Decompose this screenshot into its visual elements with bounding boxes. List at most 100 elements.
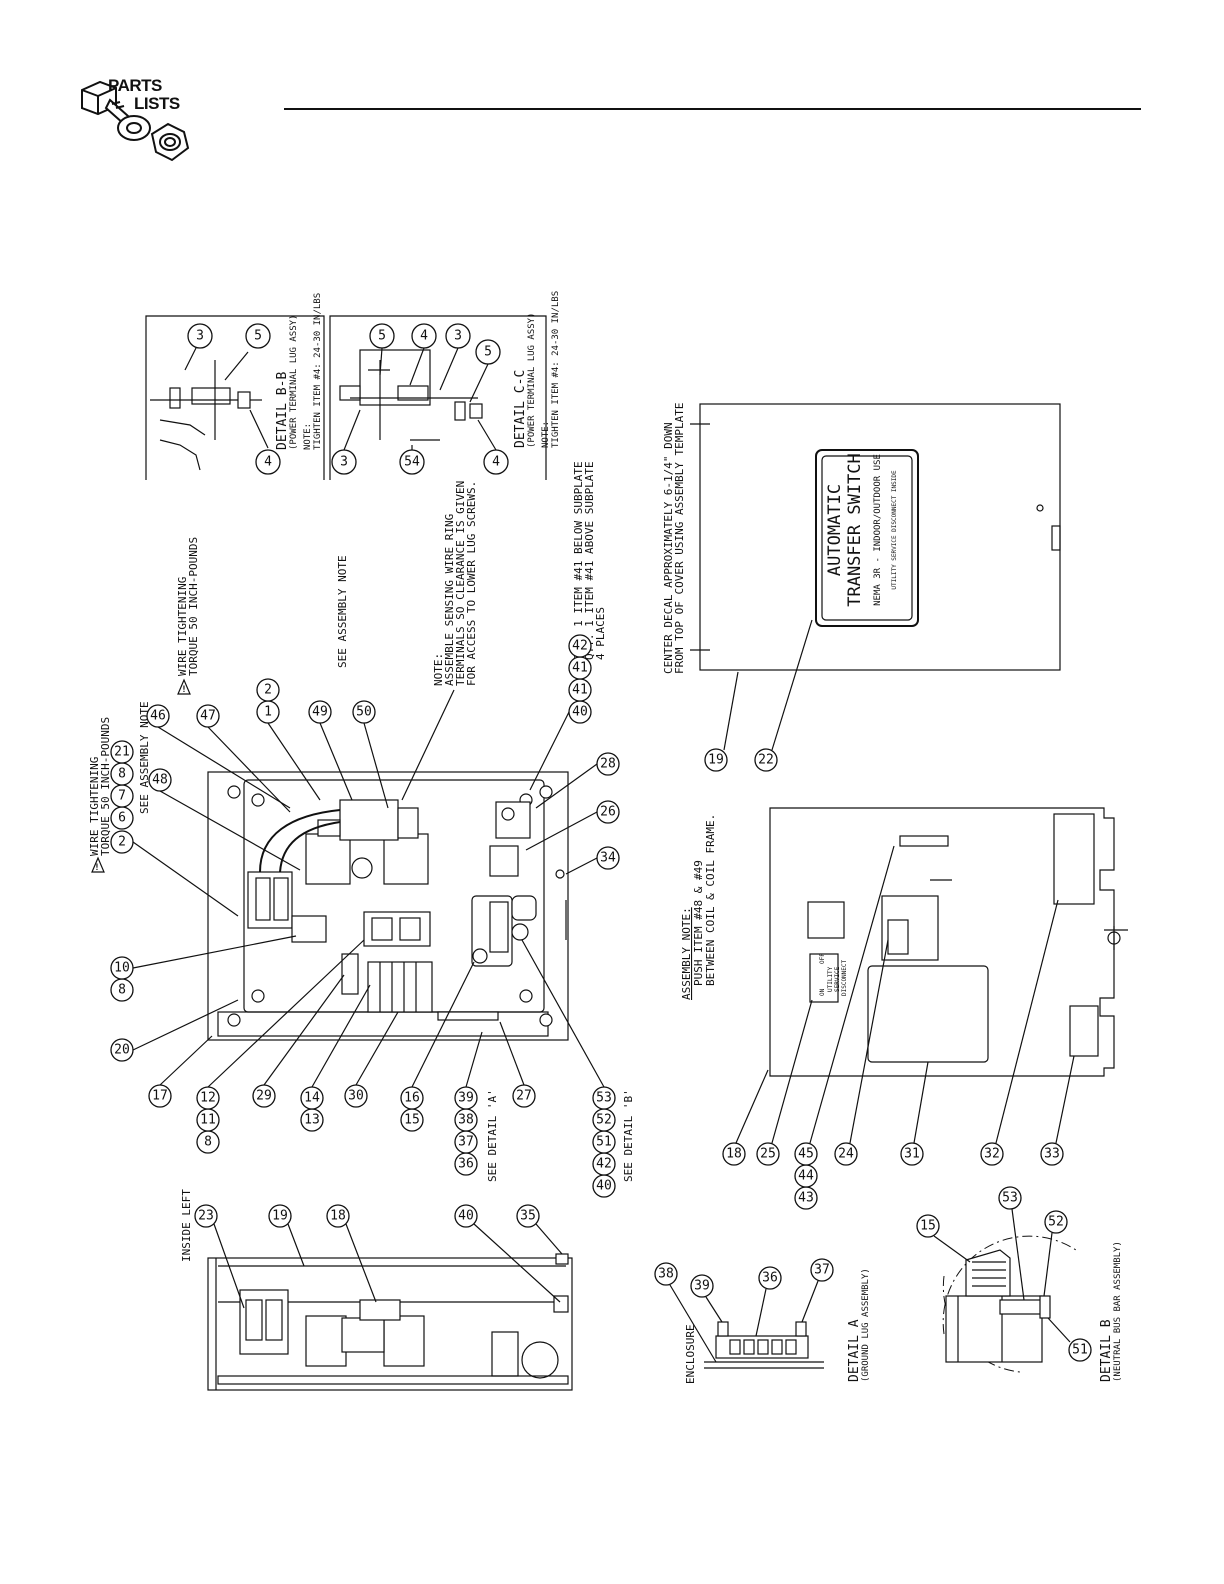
see-detail-a: SEE DETAIL 'A': [486, 1089, 499, 1182]
detail-b-callouts: 15 53 52 51: [916, 1186, 1092, 1362]
decal-line-1: AUTOMATIC: [825, 484, 845, 576]
assembly-callouts: 18 25 43 44 45 24 31 32 33: [722, 845, 1075, 1210]
decal-utility: UTILITY: [827, 966, 834, 992]
callout-bubble: [754, 748, 778, 772]
detail-bb-note-label: NOTE:: [303, 423, 313, 450]
callout: 10: [114, 961, 130, 976]
decal-line-4: UTILITY SERVICE DISCONNECT INSIDE: [891, 470, 898, 590]
callout: 16: [404, 1091, 420, 1106]
callout: 17: [152, 1089, 168, 1104]
callout: 24: [838, 1147, 854, 1162]
detail-bb-note: TIGHTEN ITEM #4: 24-30 IN/LBS: [313, 293, 323, 450]
page-header: PARTS LISTS: [0, 0, 1224, 200]
svg-text:!: !: [181, 685, 186, 695]
note-line-3: FOR ACCESS TO LOWER LUG SCREWS.: [465, 481, 478, 686]
assembly-note-title: ASSEMBLY NOTE:: [680, 907, 693, 1000]
callout: 42: [572, 639, 588, 654]
callout: 15: [920, 1219, 936, 1234]
note-line-2: TERMINALS SO CLEARANCE IS GIVEN: [454, 481, 467, 686]
detail-cc-drawing: [339, 349, 483, 470]
inside-left-drawing: [207, 1253, 573, 1391]
main-callouts-left: 8 10 20 17 8 11 12 29 13 14 30 15 16 36 …: [110, 935, 616, 1198]
callout: 43: [798, 1191, 814, 1206]
callout: 4: [264, 455, 272, 470]
detail-bb-title: DETAIL B-B: [275, 372, 290, 450]
see-detail-b: SEE DETAIL 'B': [622, 1089, 635, 1182]
callout: 46: [150, 709, 166, 724]
callout: 40: [572, 705, 588, 720]
callout: 44: [798, 1169, 814, 1184]
callout: 2: [118, 835, 126, 850]
callout: 52: [596, 1113, 612, 1128]
detail-bb-drawing: [150, 347, 269, 471]
detail-cc-title: DETAIL C-C: [513, 370, 528, 448]
callout-bubble: [690, 1274, 714, 1298]
callout: 50: [356, 705, 372, 720]
callout-bubble: [255, 449, 281, 475]
callout: 1: [264, 705, 272, 720]
callout: 37: [814, 1263, 830, 1278]
cover-decal-text: AUTOMATIC TRANSFER SWITCH NEMA 3R - INDO…: [825, 453, 898, 607]
detail-b-label: DETAIL B (NEUTRAL BUS BAR ASSEMBLY): [1099, 1241, 1123, 1382]
callout: 3: [196, 329, 204, 344]
callout: 21: [114, 745, 130, 760]
main-callouts-top: 2 6 7 8 21 48 46 47 1 2 49 50 40 41 41 4…: [110, 634, 620, 917]
callout-bubble: [399, 449, 425, 475]
callout: 49: [312, 705, 328, 720]
callout-bubble: [916, 1214, 940, 1238]
callout: 28: [600, 757, 616, 772]
svg-text:!: !: [94, 863, 99, 873]
callout: 37: [458, 1135, 474, 1150]
cover-note: CENTER DECAL APPROXIMATELY 6-1/4" DOWN F…: [662, 402, 686, 674]
detail-a-label: DETAIL A (GROUND LUG ASSEMBLY): [847, 1268, 871, 1382]
header-rule: [284, 108, 1141, 110]
callout: 5: [254, 329, 262, 344]
callout: 12: [200, 1091, 216, 1106]
callout: 33: [1044, 1147, 1060, 1162]
callout: 31: [904, 1147, 920, 1162]
callout: 36: [762, 1271, 778, 1286]
callout-bubble: [256, 678, 280, 702]
callout-bubble: [756, 1142, 780, 1166]
callout-bubble: [1044, 1210, 1068, 1234]
callout: 19: [708, 753, 724, 768]
detail-bb-subtitle: (POWER TERMINAL LUG ASSY): [289, 315, 299, 450]
decal-on: ON: [819, 988, 826, 996]
callout: 40: [596, 1179, 612, 1194]
callout: 45: [798, 1147, 814, 1162]
detail-a-drawing: [704, 1321, 824, 1369]
inside-left-label-group: INSIDE LEFT: [180, 1189, 193, 1262]
warning-icon: [91, 856, 105, 873]
main-notes: ! WIRE TIGHTENING TORQUE 50 INCH-POUNDS …: [88, 461, 635, 1182]
enclosure-label: ENCLOSURE: [684, 1324, 697, 1384]
callout: 36: [458, 1157, 474, 1172]
callout: 47: [200, 709, 216, 724]
callout: 2: [264, 683, 272, 698]
assembly-note-text: ASSEMBLY NOTE: PUSH ITEM #48 & #49 BETWE…: [680, 814, 717, 1000]
callout: 4: [420, 329, 428, 344]
callout-bubble: [704, 748, 728, 772]
callout: 5: [484, 345, 492, 360]
callout: 3: [340, 455, 348, 470]
callout-bubble: [568, 634, 592, 658]
callout-bubble: [1040, 1142, 1064, 1166]
enclosure-front-drawing: [769, 807, 1128, 1077]
callout: 5: [378, 329, 386, 344]
note-label: NOTE:: [432, 653, 445, 686]
callout: 22: [758, 753, 774, 768]
detail-b-subtitle: (NEUTRAL BUS BAR ASSEMBLY): [1113, 1241, 1123, 1382]
callout: 29: [256, 1089, 272, 1104]
decal-line-2: TRANSFER SWITCH: [845, 453, 865, 607]
callout: 14: [304, 1091, 320, 1106]
cover-note-line-2: FROM TOP OF COVER USING ASSEMBLY TEMPLAT…: [673, 402, 686, 674]
callout-bubble: [245, 323, 271, 349]
callout-bubble: [187, 323, 213, 349]
callout-bubble: [654, 1262, 678, 1286]
detail-a-title: DETAIL A: [847, 1319, 862, 1382]
callout: 53: [596, 1091, 612, 1106]
see-assembly-note-1: SEE ASSEMBLY NOTE: [138, 701, 151, 814]
main-panel-drawing: [207, 771, 569, 1041]
inside-left-callouts: 23 19 18 40 35: [194, 1204, 563, 1309]
callout: 6: [118, 811, 126, 826]
bolt-washer-nut-icon: [81, 80, 190, 162]
